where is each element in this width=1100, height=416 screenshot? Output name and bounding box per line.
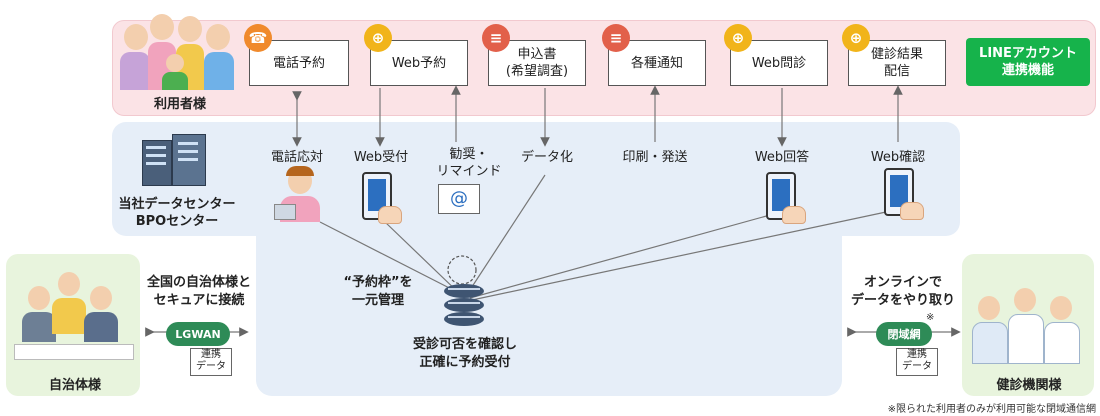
globe-icon: ⊕ — [842, 24, 870, 52]
closed-network-mark: ※ — [926, 312, 935, 323]
email-icon: @ — [438, 184, 480, 214]
service-web-confirm: Web確認 — [870, 150, 926, 165]
service-data-entry: データ化 — [520, 150, 573, 165]
globe-icon: ⊕ — [724, 24, 752, 52]
link-web-check — [471, 211, 887, 301]
users-illustration — [116, 10, 240, 92]
hospital-label: 健診機関様 — [996, 378, 1062, 393]
data-center-icon — [142, 134, 206, 186]
service-reminder: 勧奨・ リマインド — [436, 147, 502, 179]
bpo-band — [112, 122, 960, 236]
service-web-reception: Web受付 — [353, 150, 409, 165]
municipality-connect-text: 全国の自治体様と セキュアに接続 — [146, 275, 251, 308]
smartphone-icon — [884, 168, 914, 216]
document-icon: ≡ — [602, 24, 630, 52]
reservation-db-label: 受診可否を確認し 正確に予約受付 — [412, 337, 517, 370]
slot-circle — [447, 255, 477, 285]
line-account-button[interactable]: LINEアカウント 連携機能 — [966, 38, 1090, 86]
users-label: 利用者様 — [153, 97, 206, 112]
link-operator — [319, 221, 466, 297]
smartphone-icon — [362, 172, 392, 220]
hospital-data-tag: 連携 データ — [896, 348, 938, 376]
bpo-label: 当社データセンター BPOセンター — [118, 197, 236, 229]
closed-network-footnote: ※限られた利用者のみが利用可能な閉域通信網 — [887, 404, 1096, 415]
link-data-entry — [465, 174, 546, 297]
center-band — [256, 228, 842, 396]
smartphone-icon — [766, 172, 796, 220]
closed-network-cloud: 閉域網 — [876, 322, 932, 346]
lgwan-cloud: LGWAN — [166, 322, 230, 346]
globe-icon: ⊕ — [364, 24, 392, 52]
municipality-data-tag: 連携 データ — [190, 348, 232, 376]
service-phone-support: 電話応対 — [270, 150, 323, 165]
document-icon: ≡ — [482, 24, 510, 52]
link-web-answer — [469, 214, 771, 299]
hospital-illustration — [968, 280, 1088, 364]
service-web-answer: Web回答 — [754, 150, 810, 165]
slot-management-label: “予約枠”を 一元管理 — [343, 275, 413, 308]
municipality-label: 自治体様 — [48, 378, 101, 393]
hand-icon — [782, 206, 806, 224]
operator-illustration — [274, 166, 328, 226]
phone-icon: ☎ — [244, 24, 272, 52]
hospital-online-text: オンラインで データをやり取り — [850, 275, 955, 308]
hand-icon — [900, 202, 924, 220]
link-web-phone — [384, 221, 463, 297]
hand-icon — [378, 206, 402, 224]
service-print-ship: 印刷・発送 — [622, 150, 688, 165]
database-icon — [444, 284, 484, 330]
municipality-illustration — [14, 264, 134, 360]
